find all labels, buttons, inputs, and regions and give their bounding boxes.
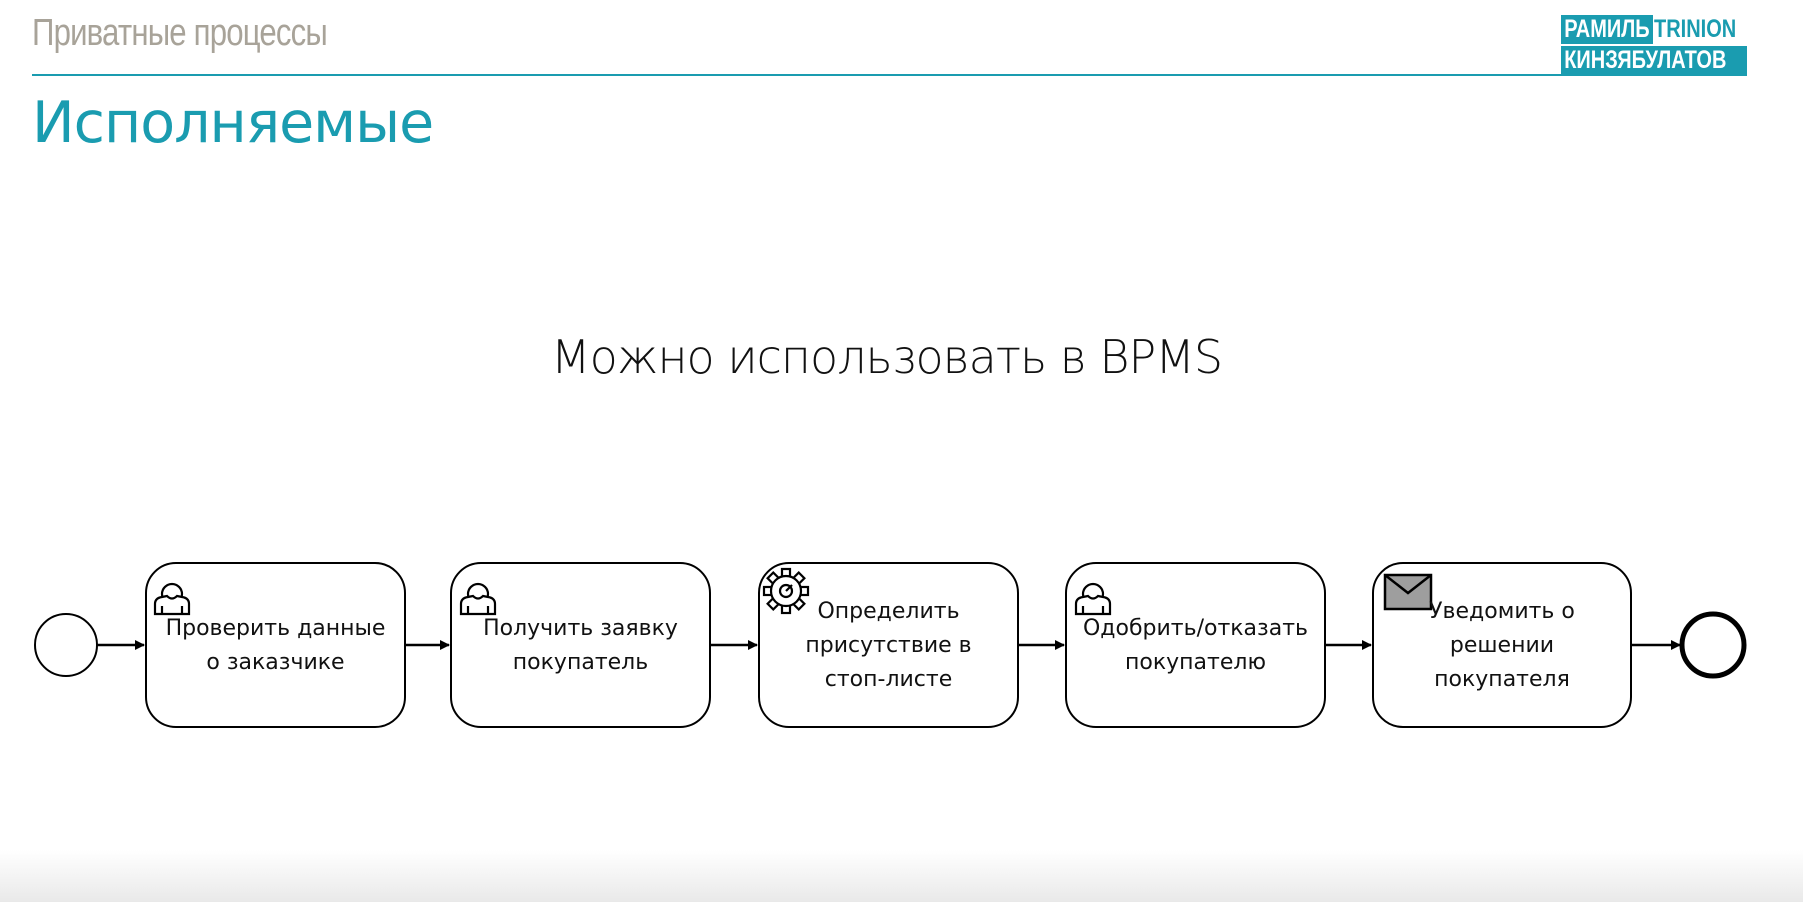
logo-surname: КИНЗЯБУЛАТОВ [1564,46,1727,74]
task-4-box [1065,562,1326,728]
header-divider [32,74,1747,76]
start-event [34,613,98,677]
task-2-label: Получить заявку покупатель [483,616,678,675]
envelope-icon [1383,573,1433,611]
slide-subtitle: Можно использовать в BPMS [550,330,1223,384]
task-1-box [145,562,406,728]
section-title: Приватные процессы [32,12,328,54]
user-icon [153,582,191,616]
task-3-box [758,562,1019,728]
task-2-box [450,562,711,728]
page-title: Исполняемые [32,90,434,156]
logo-line-2: КИНЗЯБУЛАТОВ [1561,46,1747,75]
task-3-label: Определить присутствие в стоп-листе [805,599,972,692]
logo-accent-text: TRINION [1653,15,1737,43]
task-5-box [1372,562,1632,728]
user-icon [459,582,497,616]
task-1-label: Проверить данные о заказчике [165,616,386,675]
task-5-label: Уведомить о решении покупателя [1429,599,1575,692]
user-icon [1074,582,1112,616]
gear-icon [762,567,810,615]
end-event [1679,611,1747,679]
logo-name-block: РАМИЛЬ [1561,15,1653,44]
task-4-label: Одобрить/отказать покупателю [1082,616,1309,675]
